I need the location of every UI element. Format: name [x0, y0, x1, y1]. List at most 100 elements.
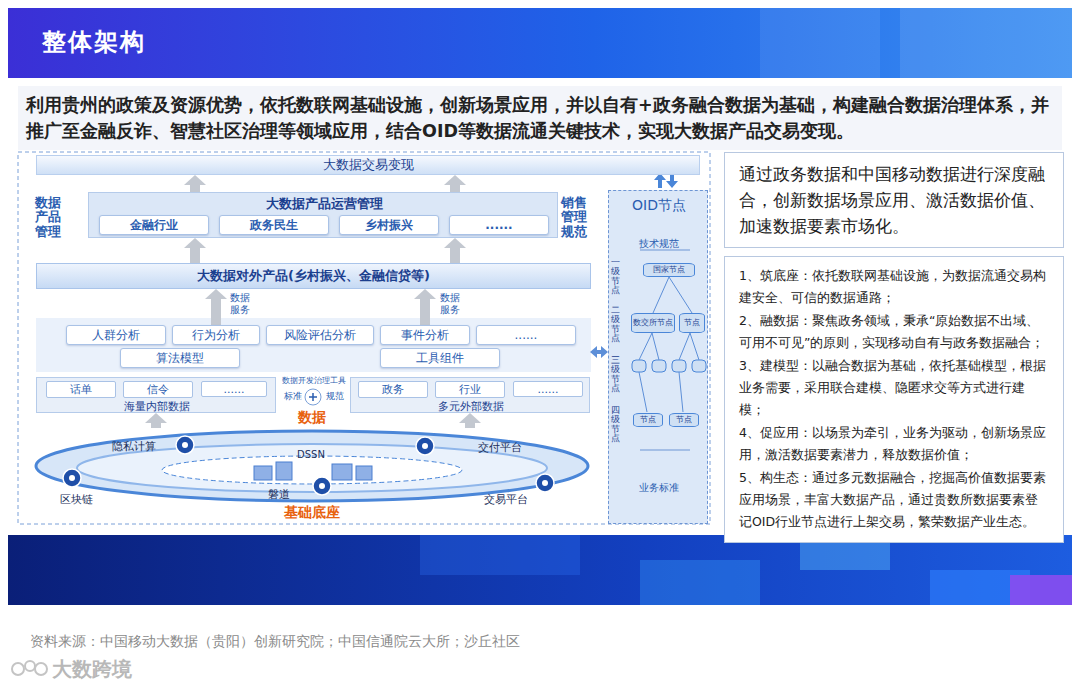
node-text-4: 5、构生态：通过多元数据融合，挖掘高价值数据要素应用场景，丰富大数据产品，通过贵… [739, 467, 1049, 533]
tree-lines [639, 333, 699, 412]
node-text-2: 业务标准 [609, 481, 709, 495]
connector [653, 277, 669, 313]
points-box: 1、筑底座：依托数联网基础设施，为数据流通交易构建安全、可信的数据通路；2、融数… [724, 256, 1064, 543]
label: 大数跨境 [52, 658, 132, 680]
node-text: 节点 [684, 319, 700, 328]
node-text: ...... [485, 218, 512, 232]
label: 二级节点 [611, 306, 628, 343]
group-box: 大数据产品运营管理金融行业 政务民生 乡村振兴...... [88, 192, 558, 238]
node-text: ...... [538, 383, 559, 396]
label: 数据开发治理工具 [282, 377, 346, 385]
node-text: 政务民生 [250, 217, 298, 234]
double-arrow [590, 346, 608, 358]
node-text-1: 2、融数据：聚焦政务领域，秉承“原始数据不出域、可用不可见”的原则，实现移动自有… [739, 310, 1049, 354]
connector [669, 277, 692, 313]
watermark-logo [12, 661, 47, 675]
node-text: 人群分析 [92, 327, 140, 344]
node-text: 话单 [70, 382, 92, 397]
node-text: 大数据产品运营管理 [89, 195, 559, 213]
caption: 资料来源：中国移动大数据（贵阳）创新研究院；中国信通院云大所；沙丘社区 [30, 634, 520, 649]
node-text: 信令 [147, 382, 169, 397]
node-text: ...... [515, 328, 538, 342]
governance-icon [305, 389, 321, 405]
node-text: 行为分析 [192, 327, 240, 344]
data-group: 多元外部数据 政务 行业...... [350, 377, 590, 413]
node-cylinder: 节点 [669, 413, 699, 427]
analysis-box: ...... [476, 325, 576, 345]
node-text: 算法模型 [156, 350, 204, 367]
label: 磐道 [268, 489, 290, 501]
oid-panel: OID节点技术规范业务标准国家节点数交所节点节点节点节点 [608, 190, 708, 524]
label: 一级节点 [611, 258, 628, 295]
label: 交易平台 [484, 494, 528, 506]
edge-label: 数据服务 [230, 292, 250, 315]
label: 四级节点 [611, 406, 628, 443]
analysis-box: 行为分析 [172, 325, 260, 345]
item-box: 政务民生 [219, 215, 329, 235]
connector [184, 175, 206, 192]
platform-ellipse [32, 428, 592, 504]
edge-label: 数据服务 [440, 292, 460, 315]
data-item: 政务 [358, 381, 428, 398]
label: 数据 [298, 410, 326, 425]
analysis-band [36, 318, 591, 372]
node-cylinder: 数交所节点 [631, 313, 675, 333]
data-item: ...... [201, 381, 267, 397]
connector [414, 289, 436, 325]
node-text: 大数据对外产品(乡村振兴、金融信贷等) [197, 267, 430, 285]
tool-box: 工具组件 [380, 348, 500, 368]
top-band: 大数据交易变现 [36, 155, 700, 175]
node-text: 1、筑底座：依托数联网基础设施，为数据流通交易构建安全、可信的数据通路； [739, 265, 1049, 309]
node-text: 政务 [382, 382, 404, 397]
oid-panel-fill [608, 190, 708, 524]
node-text: 利用贵州的政策及资源优势，依托数联网基础设施，创新场景应用，并以自有+政务融合数… [26, 92, 1054, 144]
node-text: OID节点 [609, 197, 709, 215]
summary-box: 通过政务数据和中国移动数据进行深度融合，创新数据场景应用、激活数据价值、加速数据… [724, 152, 1064, 248]
label: DSSN [297, 449, 325, 460]
level3-cylinders [632, 360, 706, 372]
node-text: 工具组件 [416, 350, 464, 367]
item-box: 金融行业 [99, 215, 209, 235]
analysis-box: 风险评估分析 [266, 325, 374, 345]
node-text: 通过政务数据和中国移动数据进行深度融合，创新数据场景应用、激活数据价值、加速数据… [739, 161, 1049, 239]
node-text: 风险评估分析 [284, 327, 356, 344]
node-text: 乡村振兴 [365, 217, 413, 234]
intro-box: 利用贵州的政策及资源优势，依托数联网基础设施，创新场景应用，并以自有+政务融合数… [18, 86, 1062, 150]
data-item: 信令 [123, 381, 193, 398]
data-item: ...... [513, 381, 583, 397]
node-cylinder: 节点 [679, 313, 705, 333]
node-text: 金融行业 [130, 217, 178, 234]
title: 整体架构 [42, 29, 146, 55]
label: 区块链 [60, 494, 93, 506]
data-group: 海量内部数据 话单 信令...... [36, 377, 276, 413]
node-text: 数交所节点 [633, 319, 673, 328]
node-text: 节点 [676, 416, 692, 425]
connector [145, 413, 167, 428]
product-band: 大数据对外产品(乡村振兴、金融信贷等) [36, 263, 591, 289]
node-text: 多元外部数据 [351, 399, 591, 414]
diagram-frame [18, 152, 710, 524]
node-cylinder: 国家节点 [643, 263, 695, 277]
connector [444, 175, 466, 192]
analysis-box: 人群分析 [66, 325, 166, 345]
node-text-2: 3、建模型：以融合数据为基础，依托基础模型，根据业务需要，采用联合建模、隐匿求交… [739, 355, 1049, 421]
label: 规范 [326, 392, 344, 402]
label: 数据产品管理 [35, 196, 61, 239]
node-text: 事件分析 [401, 327, 449, 344]
connector [184, 238, 206, 263]
node-text: 行业 [459, 382, 481, 397]
node-text: 国家节点 [653, 266, 685, 275]
label: 三级节点 [611, 356, 628, 393]
data-item: 行业 [435, 381, 505, 398]
node-text: ...... [224, 383, 245, 396]
label: 标准 [284, 392, 302, 402]
item-box: 乡村振兴 [339, 215, 439, 235]
model-box: 算法模型 [120, 348, 240, 368]
node-text: 节点 [640, 416, 656, 425]
label: 隐私计算 [112, 441, 156, 453]
node-text: 基础底座 [262, 504, 362, 522]
header-bar [8, 8, 1072, 78]
footer-band [8, 535, 1072, 605]
oid-exchange-icon [654, 173, 678, 188]
node-text: 海量内部数据 [37, 399, 277, 414]
